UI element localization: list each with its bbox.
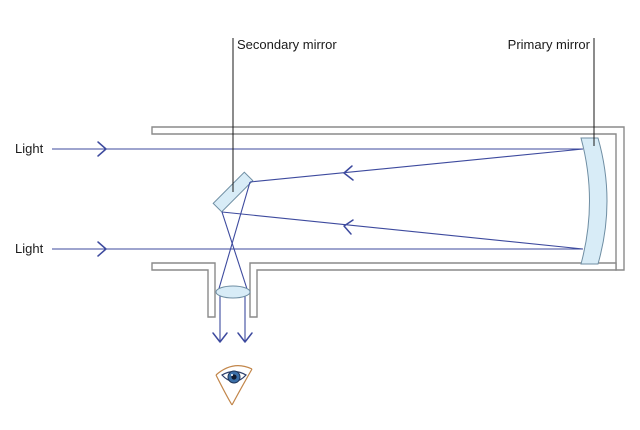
arrow-incoming-bottom <box>97 241 107 257</box>
tube-bottom-wall-right <box>249 262 617 318</box>
secondary-mirror-label: Secondary mirror <box>237 37 337 52</box>
arrow-incoming-top <box>97 141 107 157</box>
eye-icon <box>215 365 253 406</box>
light-rays <box>52 148 584 342</box>
primary-mirror-label: Primary mirror <box>508 37 591 52</box>
arrow-exit-left <box>212 332 228 343</box>
primary-mirror-glass <box>580 137 608 265</box>
telescope-tube <box>151 126 625 318</box>
arrow-reflected-top <box>343 165 354 181</box>
ray-arrows <box>97 141 354 343</box>
arrow-exit-right <box>237 332 253 343</box>
converging-ray-1 <box>217 181 251 293</box>
arrow-reflected-bottom <box>343 219 354 235</box>
light-label-bottom: Light <box>15 241 44 256</box>
light-label-top: Light <box>15 141 44 156</box>
converging-ray-2 <box>221 211 249 293</box>
reflected-ray-bottom <box>221 211 584 250</box>
reflected-ray-top <box>249 148 584 183</box>
tube-bottom-wall-left <box>151 262 216 318</box>
primary-mirror <box>580 137 608 265</box>
eyepiece-lens <box>215 285 251 299</box>
